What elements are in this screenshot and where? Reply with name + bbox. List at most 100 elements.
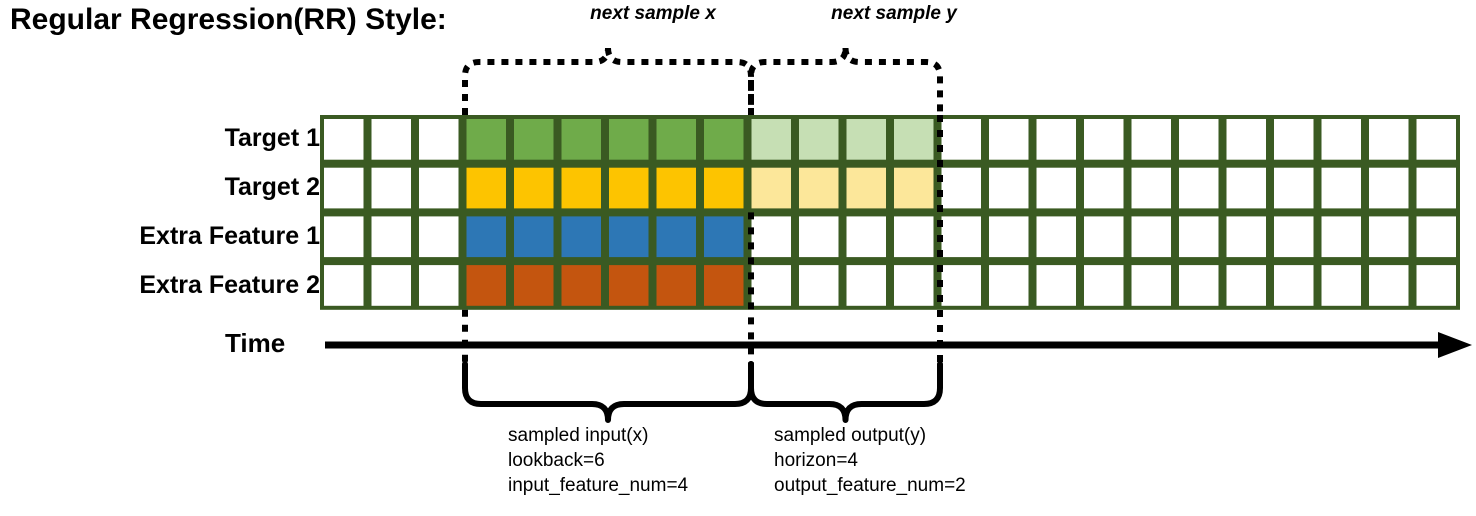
grid-cell[interactable] [324,119,364,160]
grid-cell[interactable] [989,265,1029,306]
grid-cell[interactable] [1321,216,1362,258]
grid-cell[interactable] [1226,265,1267,306]
grid-cell[interactable] [751,167,792,209]
grid-cell[interactable] [656,216,697,258]
grid-cell[interactable] [989,216,1029,258]
grid-cell[interactable] [1131,119,1172,160]
grid-cell[interactable] [656,265,697,306]
grid-cell[interactable] [1084,119,1124,160]
grid-cell[interactable] [1131,265,1172,306]
grid-cell[interactable] [894,167,934,209]
row-label-target-2: Target 2 [224,173,320,201]
grid-cell[interactable] [1416,265,1457,306]
grid-cell[interactable] [371,216,412,258]
grid-cell[interactable] [799,265,839,306]
grid-cell[interactable] [799,119,839,160]
grid-cell[interactable] [1416,167,1457,209]
grid-cell[interactable] [1321,167,1362,209]
grid-cell[interactable] [846,119,887,160]
grid-cell[interactable] [419,265,459,306]
grid-cell[interactable] [419,119,459,160]
grid-cell[interactable] [1036,216,1077,258]
grid-cell[interactable] [846,216,887,258]
grid-cell[interactable] [561,167,602,209]
grid-cell[interactable] [1179,265,1219,306]
grid-cell[interactable] [704,216,744,258]
grid-cell[interactable] [609,265,649,306]
grid-cell[interactable] [1369,119,1409,160]
grid-cell[interactable] [799,216,839,258]
grid-cell[interactable] [751,119,792,160]
grid-cell[interactable] [1179,167,1219,209]
grid-cell[interactable] [561,119,602,160]
grid-cell[interactable] [324,265,364,306]
grid-cell[interactable] [1036,167,1077,209]
grid-cell[interactable] [941,167,982,209]
grid-cell[interactable] [1084,167,1124,209]
grid-cell[interactable] [894,216,934,258]
grid-cell[interactable] [466,216,507,258]
grid-cell[interactable] [466,119,507,160]
grid-background [320,115,1460,310]
grid-cell[interactable] [704,167,744,209]
caption-sampled-output: sampled output(y) horizon=4 output_featu… [774,425,966,496]
grid-cell[interactable] [514,265,554,306]
grid-cell[interactable] [609,216,649,258]
grid-cell[interactable] [466,167,507,209]
grid-cell[interactable] [1321,265,1362,306]
grid-cell[interactable] [1084,216,1124,258]
grid-cell[interactable] [1274,265,1314,306]
grid-cell[interactable] [1274,119,1314,160]
grid-cell[interactable] [1084,265,1124,306]
caption-sampled-input: sampled input(x) lookback=6 input_featur… [508,425,689,496]
grid-cell[interactable] [846,265,887,306]
grid-cell[interactable] [656,167,697,209]
grid-cell[interactable] [609,167,649,209]
grid-cell[interactable] [1369,216,1409,258]
grid-cell[interactable] [514,216,554,258]
grid-cell[interactable] [704,265,744,306]
grid-cell[interactable] [894,119,934,160]
grid-cell[interactable] [561,265,602,306]
grid-cell[interactable] [989,167,1029,209]
grid-cell[interactable] [1369,265,1409,306]
grid-cell[interactable] [1036,265,1077,306]
grid-cell[interactable] [1274,167,1314,209]
grid-cell[interactable] [371,265,412,306]
grid-cell[interactable] [324,167,364,209]
grid-cell[interactable] [941,216,982,258]
grid-cell[interactable] [1226,167,1267,209]
grid-cell[interactable] [656,119,697,160]
grid-cell[interactable] [1274,216,1314,258]
grid-cell[interactable] [846,167,887,209]
grid-cell[interactable] [751,265,792,306]
grid-cell[interactable] [514,119,554,160]
grid-cell[interactable] [894,265,934,306]
grid-cell[interactable] [514,167,554,209]
grid-cell[interactable] [1036,119,1077,160]
grid-cell[interactable] [1131,167,1172,209]
grid-cell[interactable] [989,119,1029,160]
grid-cell[interactable] [799,167,839,209]
grid-cell[interactable] [1416,216,1457,258]
grid-cell[interactable] [1179,119,1219,160]
grid-cell[interactable] [609,119,649,160]
grid-cell[interactable] [1226,216,1267,258]
grid-cell[interactable] [1226,119,1267,160]
grid-cell[interactable] [1131,216,1172,258]
grid-cell[interactable] [1369,167,1409,209]
grid-cell[interactable] [324,216,364,258]
grid-cell[interactable] [941,119,982,160]
grid-cell[interactable] [941,265,982,306]
grid-cell[interactable] [371,167,412,209]
grid-cell[interactable] [371,119,412,160]
grid-cell[interactable] [1321,119,1362,160]
grid-cell[interactable] [704,119,744,160]
grid-cell[interactable] [751,216,792,258]
grid-cell[interactable] [1179,216,1219,258]
grid-cell[interactable] [561,216,602,258]
grid-cell[interactable] [466,265,507,306]
grid-cell[interactable] [419,167,459,209]
grid-cell[interactable] [419,216,459,258]
grid-cell[interactable] [1416,119,1457,160]
